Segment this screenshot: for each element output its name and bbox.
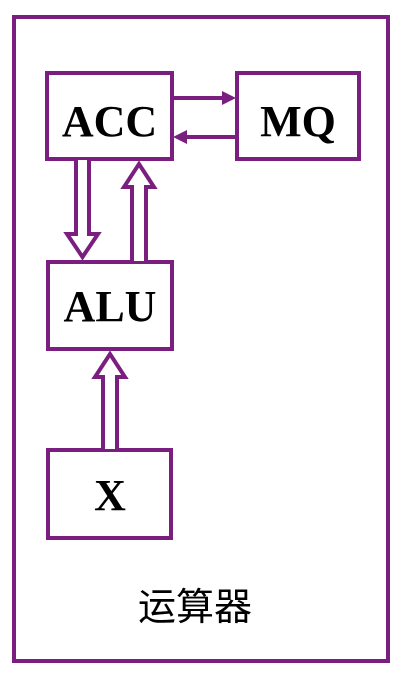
acc-register-box	[45, 71, 174, 161]
x-register: X	[46, 448, 173, 540]
alu-unit: ALU	[46, 260, 174, 351]
arithmetic-unit-caption: 运算器	[138, 585, 252, 629]
arithmetic-unit-frame	[12, 15, 390, 663]
mq-to-acc-arrow	[173, 130, 237, 144]
alu-unit-label: ALU	[64, 282, 157, 331]
alu-to-acc-arrow	[120, 160, 158, 261]
x-register-label: X	[94, 471, 126, 520]
mq-register: MQ	[235, 71, 361, 161]
x-register-box	[46, 448, 173, 540]
acc-register-label: ACC	[62, 97, 157, 146]
alu-unit-box	[46, 260, 174, 351]
x-to-alu-arrow	[91, 350, 129, 449]
mq-register-label: MQ	[260, 97, 336, 146]
acc-to-alu-arrow	[63, 160, 102, 261]
mq-register-box	[235, 71, 361, 161]
acc-register: ACC	[45, 71, 174, 161]
acc-to-mq-arrow	[172, 91, 236, 105]
